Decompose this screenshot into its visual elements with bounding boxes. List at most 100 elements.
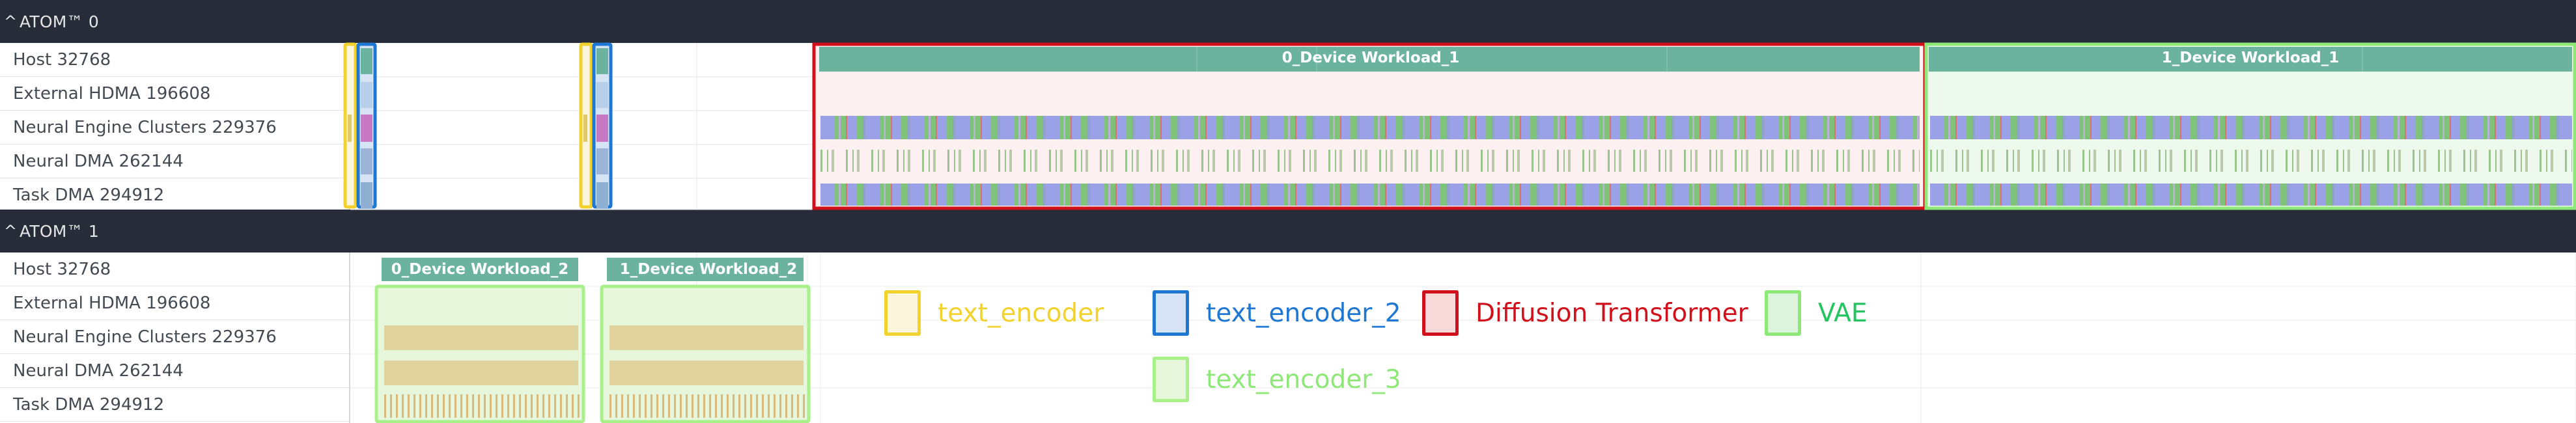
ne-segment[interactable] [1665, 116, 1672, 139]
ne-segment[interactable] [839, 116, 841, 139]
neural-dma-segment[interactable] [1278, 150, 1280, 172]
task-dma-segment[interactable] [1475, 184, 1476, 206]
ne-segment[interactable] [835, 116, 839, 139]
neural-dma-segment[interactable] [1263, 150, 1266, 172]
ne-segment[interactable] [2316, 116, 2325, 139]
task-dma-segment[interactable] [970, 184, 973, 206]
ne-segment[interactable] [2361, 116, 2370, 139]
neural-dma-segment[interactable] [1209, 150, 1212, 172]
ne-segment[interactable] [1913, 116, 1917, 139]
neural-dma-segment[interactable] [2292, 150, 2293, 172]
task-dma-segment[interactable] [803, 394, 805, 418]
ne-segment[interactable] [1868, 116, 1872, 139]
neural-dma-segment[interactable] [924, 150, 929, 172]
neural-dma-segment[interactable] [1717, 150, 1720, 172]
ne-segment[interactable] [2439, 116, 2443, 139]
task-dma-segment[interactable] [1059, 184, 1063, 206]
task-dma-segment[interactable] [991, 184, 998, 206]
task-dma-segment[interactable] [2135, 184, 2136, 206]
neural-dma-segment[interactable] [975, 150, 979, 172]
ne-segment[interactable] [925, 116, 929, 139]
neural-dma-segment[interactable] [1768, 150, 1771, 172]
task-dma-segment[interactable] [1665, 184, 1672, 206]
ne-segment[interactable] [1267, 116, 1270, 139]
task-dma-segment[interactable] [1739, 184, 1744, 206]
neural-dma-segment[interactable] [1937, 150, 1938, 172]
neural-dma-segment[interactable] [1647, 150, 1659, 172]
neural-dma-segment[interactable] [2008, 150, 2013, 172]
neural-dma-segment[interactable] [2489, 150, 2491, 172]
neural-dma-segment[interactable] [1492, 150, 1494, 172]
ne-segment[interactable] [1059, 116, 1063, 139]
neural-dma-segment[interactable] [1506, 150, 1508, 172]
ne-segment[interactable] [2489, 116, 2495, 139]
ne-segment[interactable] [1492, 116, 1494, 139]
neural-dma-segment[interactable] [1289, 150, 1291, 172]
neural-dma-segment[interactable] [2147, 150, 2159, 172]
ne-segment[interactable] [1020, 116, 1026, 139]
task-dma-segment[interactable] [1611, 184, 1620, 206]
neural-dma-segment[interactable] [822, 150, 827, 172]
task-dma-segment[interactable] [1957, 184, 1966, 206]
neural-dma-segment[interactable] [1533, 150, 1538, 172]
neural-dma-segment[interactable] [1215, 150, 1227, 172]
neural-dma-segment[interactable] [860, 150, 871, 172]
neural-dma-segment[interactable] [1303, 150, 1305, 172]
task-dma-segment[interactable] [2173, 184, 2175, 206]
task-dma-segment[interactable] [1207, 184, 1216, 206]
neural-dma-segment[interactable] [1024, 150, 1026, 172]
neural-dma-segment[interactable] [2449, 150, 2452, 172]
neural-dma-segment[interactable] [1494, 150, 1506, 172]
task-dma-segment[interactable] [2443, 184, 2444, 206]
neural-dma-segment[interactable] [2220, 150, 2223, 172]
neural-dma-segment[interactable] [1390, 150, 1393, 172]
ne-segment[interactable] [1582, 116, 1584, 139]
ne-segment[interactable] [1649, 116, 1655, 139]
workload-label-1-1[interactable]: 1_Device Workload_1 [2161, 49, 2340, 66]
neural-dma-segment[interactable] [1362, 150, 1365, 172]
ne-segment[interactable] [2034, 116, 2038, 139]
section-header-atom-1[interactable]: ^ ATOM™ 1 [0, 210, 2576, 252]
task-dma-segment[interactable] [2495, 184, 2496, 206]
neural-dma-segment[interactable] [2161, 150, 2165, 172]
ne-segment[interactable] [1995, 116, 2000, 139]
ne-segment[interactable] [1955, 116, 1957, 139]
ne-segment[interactable] [1975, 116, 1989, 139]
neural-dma-segment[interactable] [848, 150, 852, 172]
task-dma-segment[interactable] [2130, 184, 2135, 206]
neural-dma-segment[interactable] [1838, 150, 1843, 172]
task-dma-segment[interactable] [1288, 184, 1290, 206]
ne-segment[interactable] [1027, 116, 1036, 139]
neural-dma-segment[interactable] [1660, 150, 1665, 172]
ne-segment[interactable] [991, 116, 998, 139]
neural-dma-segment[interactable] [1183, 150, 1184, 172]
task-dma-segment[interactable] [1890, 184, 1896, 206]
neural-dma-segment[interactable] [1164, 150, 1176, 172]
neural-dma-segment[interactable] [2293, 150, 2297, 172]
neural-dma-segment[interactable] [871, 150, 873, 172]
ne-segment[interactable] [1520, 116, 1521, 139]
task-dma-segment[interactable] [1603, 184, 1604, 206]
ne-segment[interactable] [1746, 116, 1755, 139]
ne-segment[interactable] [1104, 116, 1108, 139]
neural-dma-segment[interactable] [2262, 150, 2267, 172]
ne-segment[interactable] [1656, 116, 1665, 139]
task-dma-segment[interactable] [484, 394, 486, 418]
neural-dma-segment[interactable] [1919, 150, 1920, 172]
neural-dma-segment[interactable] [1932, 150, 1937, 172]
neural-dma-segment[interactable] [947, 150, 949, 172]
ne-segment[interactable] [2200, 116, 2214, 139]
task-dma-segment[interactable] [1045, 184, 1059, 206]
task-dma-segment[interactable] [478, 394, 480, 418]
neural-dma-segment[interactable] [1432, 150, 1436, 172]
neural-dma-segment[interactable] [2116, 150, 2119, 172]
ne-segment[interactable] [1200, 116, 1205, 139]
neural-dma-segment[interactable] [1418, 150, 1430, 172]
task-dma-segment[interactable] [2360, 184, 2361, 206]
neural-dma-segment[interactable] [2364, 150, 2368, 172]
task-dma-segment[interactable] [2460, 184, 2467, 206]
task-dma-segment[interactable] [2136, 184, 2146, 206]
task-dma-segment[interactable] [1537, 184, 1539, 206]
section-header-atom-0[interactable]: ^ ATOM™ 0 [0, 0, 2576, 43]
task-dma-segment[interactable] [1431, 184, 1440, 206]
